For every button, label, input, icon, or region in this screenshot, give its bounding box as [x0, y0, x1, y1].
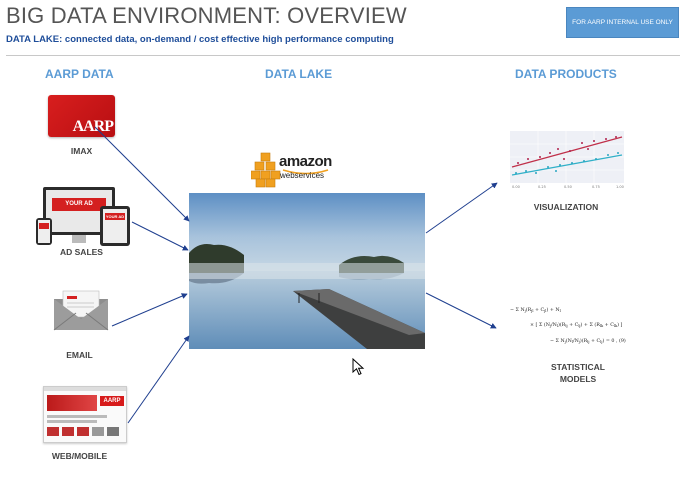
product-label-models: MODELS — [559, 374, 597, 384]
data-lake-photo — [189, 193, 425, 349]
svg-text:− Σ Nj(Rjl + Cjl) + Nl: − Σ Nj(Rjl + Cjl) + Nl — [510, 306, 562, 313]
svg-text:− Σ Nj(Nl/Nj)(Rlj + Clj) = 0 ,: − Σ Nj(Nl/Nj)(Rlj + Clj) = 0 , (9) — [550, 337, 626, 344]
mouse-cursor-icon — [352, 358, 365, 376]
svg-text:1.00: 1.00 — [616, 185, 624, 189]
column-heading-data-products: DATA PRODUCTS — [515, 67, 617, 81]
arrow-ad-sales-to-lake — [131, 221, 189, 251]
phone-icon — [36, 218, 52, 245]
arrow-lake-to-visualization — [425, 182, 498, 234]
tablet-ad-banner: YOUR AD — [105, 213, 125, 220]
aws-cubes-icon — [251, 152, 281, 188]
svg-text:0.00: 0.00 — [512, 185, 520, 189]
source-label-email: EMAIL — [66, 350, 93, 360]
web-logo: AARP — [100, 396, 124, 406]
product-label-statistical: STATISTICAL — [551, 362, 605, 372]
header-divider — [6, 55, 680, 56]
monitor-stand — [72, 235, 86, 243]
aws-smile-icon — [282, 169, 329, 175]
envelope-icon — [53, 290, 109, 331]
source-label-ad-sales: AD SALES — [60, 247, 103, 257]
svg-text:0.50: 0.50 — [564, 185, 572, 189]
aws-logo: amazon webservices — [251, 152, 346, 190]
membership-card-icon: AARP — [48, 95, 115, 137]
svg-text:0.25: 0.25 — [538, 185, 546, 189]
product-label-visualization: VISUALIZATION — [533, 202, 599, 212]
ad-banner: YOUR AD — [52, 198, 106, 211]
svg-text:0.75: 0.75 — [592, 185, 600, 189]
svg-text:× [ Σ (Nj/Nl)(Rlj + Clj) + Σ (: × [ Σ (Nj/Nl)(Rlj + Clj) + Σ (Rlk + Clk)… — [530, 321, 623, 328]
arrow-email-to-lake — [111, 293, 188, 327]
source-label-imax: IMAX — [70, 146, 93, 156]
website-icon: AARP — [43, 386, 127, 443]
arrow-imax-to-lake — [94, 126, 190, 222]
tablet-icon: YOUR AD — [100, 206, 130, 246]
arrow-lake-to-models — [425, 292, 497, 329]
card-logo: AARP — [72, 118, 114, 135]
equations-icon: − Σ Nj(Rjl + Cjl) + Nl × [ Σ (Nj/Nl)(Rlj… — [510, 306, 626, 344]
internal-use-badge: FOR AARP INTERNAL USE ONLY — [566, 7, 679, 38]
aws-word: amazon — [279, 153, 332, 170]
page-title: BIG DATA ENVIRONMENT: OVERVIEW — [6, 3, 407, 28]
column-heading-aarp-data: AARP DATA — [45, 67, 114, 81]
scatter-plot-icon: 0.00 0.25 0.50 0.75 1.00 — [510, 131, 624, 189]
arrow-web-to-lake — [127, 335, 190, 424]
source-label-web-mobile: WEB/MOBILE — [51, 451, 108, 461]
column-heading-data-lake: DATA LAKE — [265, 67, 333, 81]
page-subtitle: DATA LAKE: connected data, on-demand / c… — [6, 34, 394, 45]
aws-subword: webservices — [280, 171, 325, 180]
